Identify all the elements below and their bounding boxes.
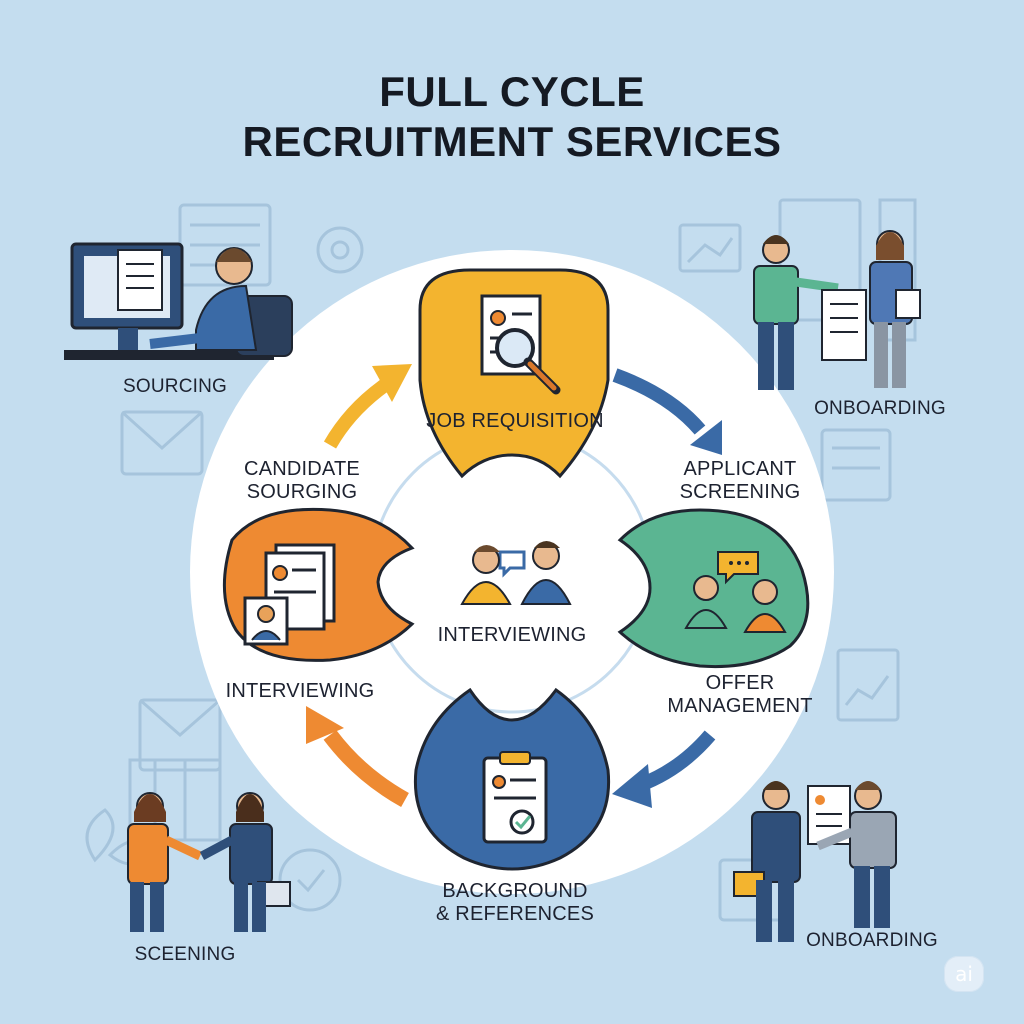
blue-arrow-head (690, 420, 722, 455)
yellow-arrow-head (372, 364, 412, 402)
title-line-2: RECRUITMENT SERVICES (242, 118, 782, 165)
label-sourcing: SOURCING (123, 376, 227, 397)
label-onboarding-bottom: ONBOARDING (806, 930, 938, 951)
cycle-arrows (306, 364, 722, 808)
blue-arrow-head-2 (612, 764, 652, 808)
job-requisition-pod (418, 268, 610, 479)
offer-management-pod (617, 508, 810, 669)
interviewing-pod (222, 507, 415, 662)
label-interviewing-left: INTERVIEWING (225, 680, 375, 702)
title-line-1: FULL CYCLE (379, 68, 645, 115)
handshake-document-icon (733, 781, 897, 942)
orange-arrow-head (306, 706, 344, 744)
label-onboarding-top: ONBOARDING (814, 398, 946, 419)
person-at-computer-icon (64, 242, 293, 360)
background-references-pod (413, 687, 611, 871)
label-offer-management: OFFER MANAGEMENT (667, 672, 813, 717)
label-candidate-sourging: CANDIDATE SOURGING (244, 458, 360, 503)
handshake-icon (127, 792, 291, 932)
label-applicant-screening: APPLICANT SCREENING (679, 458, 801, 503)
label-sceening: SCEENING (134, 944, 236, 965)
interview-people-icon (460, 541, 572, 605)
document-handoff-icon (753, 230, 921, 390)
label-background-references: BACKGROUND & REFERENCES (436, 880, 594, 925)
label-center-interviewing: INTERVIEWING (437, 624, 587, 646)
label-job-requisition: JOB REQUISITION (426, 410, 604, 432)
ai-watermark-badge: ai (944, 956, 984, 992)
